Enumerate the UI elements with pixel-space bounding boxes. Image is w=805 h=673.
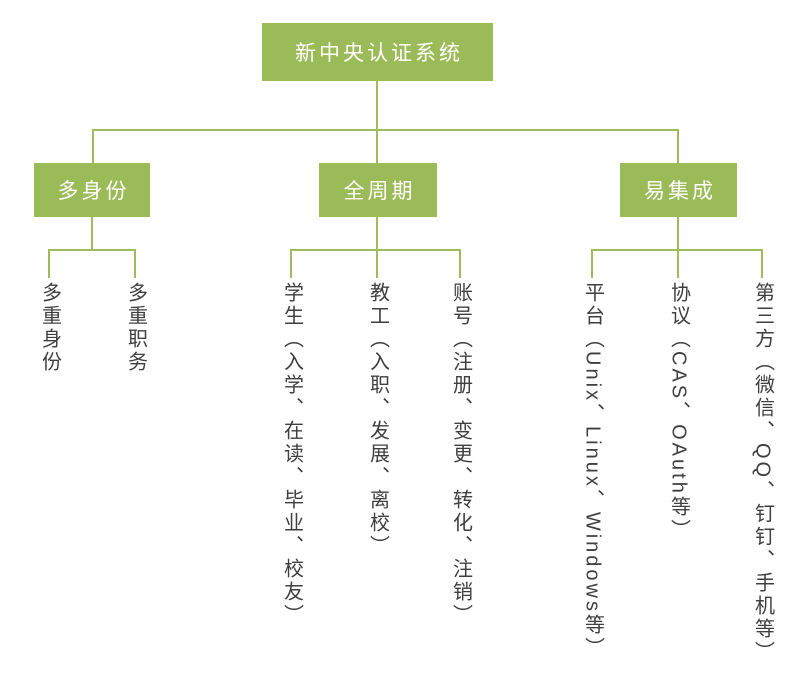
- connector-leaf2-0-stub: [591, 249, 593, 278]
- connector-leaf1-2-stub: [459, 249, 461, 278]
- connector-leaf2-2-stub: [761, 249, 763, 278]
- connector-branch0-stub: [92, 129, 94, 163]
- connector-leaf2-1-stub: [677, 249, 679, 278]
- leaf-protocols: 协议（CAS、OAuth等）: [667, 282, 690, 542]
- node-root-label: 新中央认证系统: [295, 42, 463, 65]
- connector-branch2-stub: [677, 129, 679, 163]
- node-branch-label: 全周期: [343, 180, 416, 203]
- connector-branch0-drop: [91, 217, 93, 251]
- node-branch-full-lifecycle: 全周期: [319, 163, 437, 217]
- node-branch-label: 易集成: [644, 180, 716, 203]
- leaf-staff: 教工（入职、发展、离校）: [366, 282, 389, 558]
- leaf-students: 学生（入学、在读、毕业、校友）: [280, 282, 303, 627]
- connector-leaf0-0-stub: [48, 249, 50, 278]
- leaf-platforms: 平台（Unix、Linux、Windows等）: [581, 282, 604, 660]
- leaf-accounts: 账号（注册、变更、转化、注销）: [449, 282, 472, 627]
- leaf-multiple-identities: 多重身份: [38, 282, 61, 374]
- node-branch-easy-integration: 易集成: [620, 163, 737, 217]
- node-root: 新中央认证系统: [262, 23, 493, 81]
- connector-level1-bar: [92, 129, 679, 131]
- connector-root-drop: [376, 81, 378, 131]
- connector-leaf1-0-stub: [290, 249, 292, 278]
- connector-branch2-drop: [677, 217, 679, 251]
- connector-leaf0-1-stub: [134, 249, 136, 278]
- connector-branch1-stub: [376, 129, 378, 163]
- connector-branch0-bar: [48, 249, 136, 251]
- node-branch-label: 多身份: [57, 180, 130, 203]
- leaf-third-party: 第三方（微信、QQ、钉钉、手机等）: [751, 282, 774, 665]
- leaf-multiple-duties: 多重职务: [124, 282, 147, 374]
- connector-branch1-drop: [376, 217, 378, 251]
- connector-branch1-bar: [290, 249, 461, 251]
- node-branch-multi-identity: 多身份: [34, 163, 150, 217]
- connector-leaf1-1-stub: [376, 249, 378, 278]
